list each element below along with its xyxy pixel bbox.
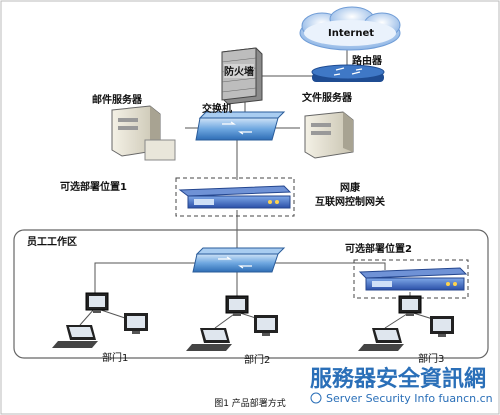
dept3-monitor-icon [430, 316, 454, 337]
product-name-line1: 网康 [340, 181, 361, 194]
optional-position-1-label: 可选部署位置1 [60, 180, 127, 193]
dept3-label: 部门3 [418, 352, 444, 365]
staff-area-label-bg [24, 231, 118, 247]
optional-position-2-box [353, 259, 469, 299]
router-icon [311, 64, 385, 82]
optional-position-1-box [175, 177, 295, 217]
figure-caption: 图1 产品部署方式 [214, 397, 286, 409]
staff-switch-icon [192, 247, 286, 273]
mail-server-label: 邮件服务器 [92, 93, 143, 106]
router-label: 路由器 [352, 54, 383, 67]
gateway-device-icon [178, 185, 292, 209]
watermark-title: 服務器安全資訊網 [310, 366, 486, 392]
dept1-desktop-icon [85, 292, 109, 313]
dept1-laptop-icon [52, 325, 98, 348]
dept1-monitor-icon [124, 313, 148, 334]
optional-position-2-label: 可选部署位置2 [345, 242, 412, 255]
staff-area-box [13, 229, 489, 359]
dept1-label: 部门1 [102, 351, 128, 364]
dept2-monitor-icon [254, 315, 278, 336]
dept3-laptop-icon [358, 328, 404, 351]
gateway-device-2-icon [358, 267, 468, 291]
dept2-desktop-icon [225, 295, 249, 316]
switch-label: 交换机 [202, 102, 232, 115]
file-server-icon [304, 111, 354, 159]
file-server-label: 文件服务器 [302, 91, 353, 104]
mail-server-icon [111, 105, 176, 161]
dept2-laptop-icon [186, 328, 232, 351]
internet-cloud-icon [299, 6, 401, 51]
firewall-label: 防火墙 [224, 65, 254, 78]
switch-icon [195, 111, 286, 141]
firewall-icon [221, 47, 263, 105]
watermark-logo-icon [310, 392, 322, 404]
staff-area-label: 员工工作区 [27, 235, 77, 248]
dept3-desktop-icon [398, 295, 422, 316]
product-name-line2: 互联网控制网关 [315, 195, 385, 208]
watermark-subtitle: Server Security Info fuancn.cn [326, 392, 493, 405]
dept2-label: 部门2 [244, 353, 270, 366]
internet-label: Internet [328, 28, 374, 39]
